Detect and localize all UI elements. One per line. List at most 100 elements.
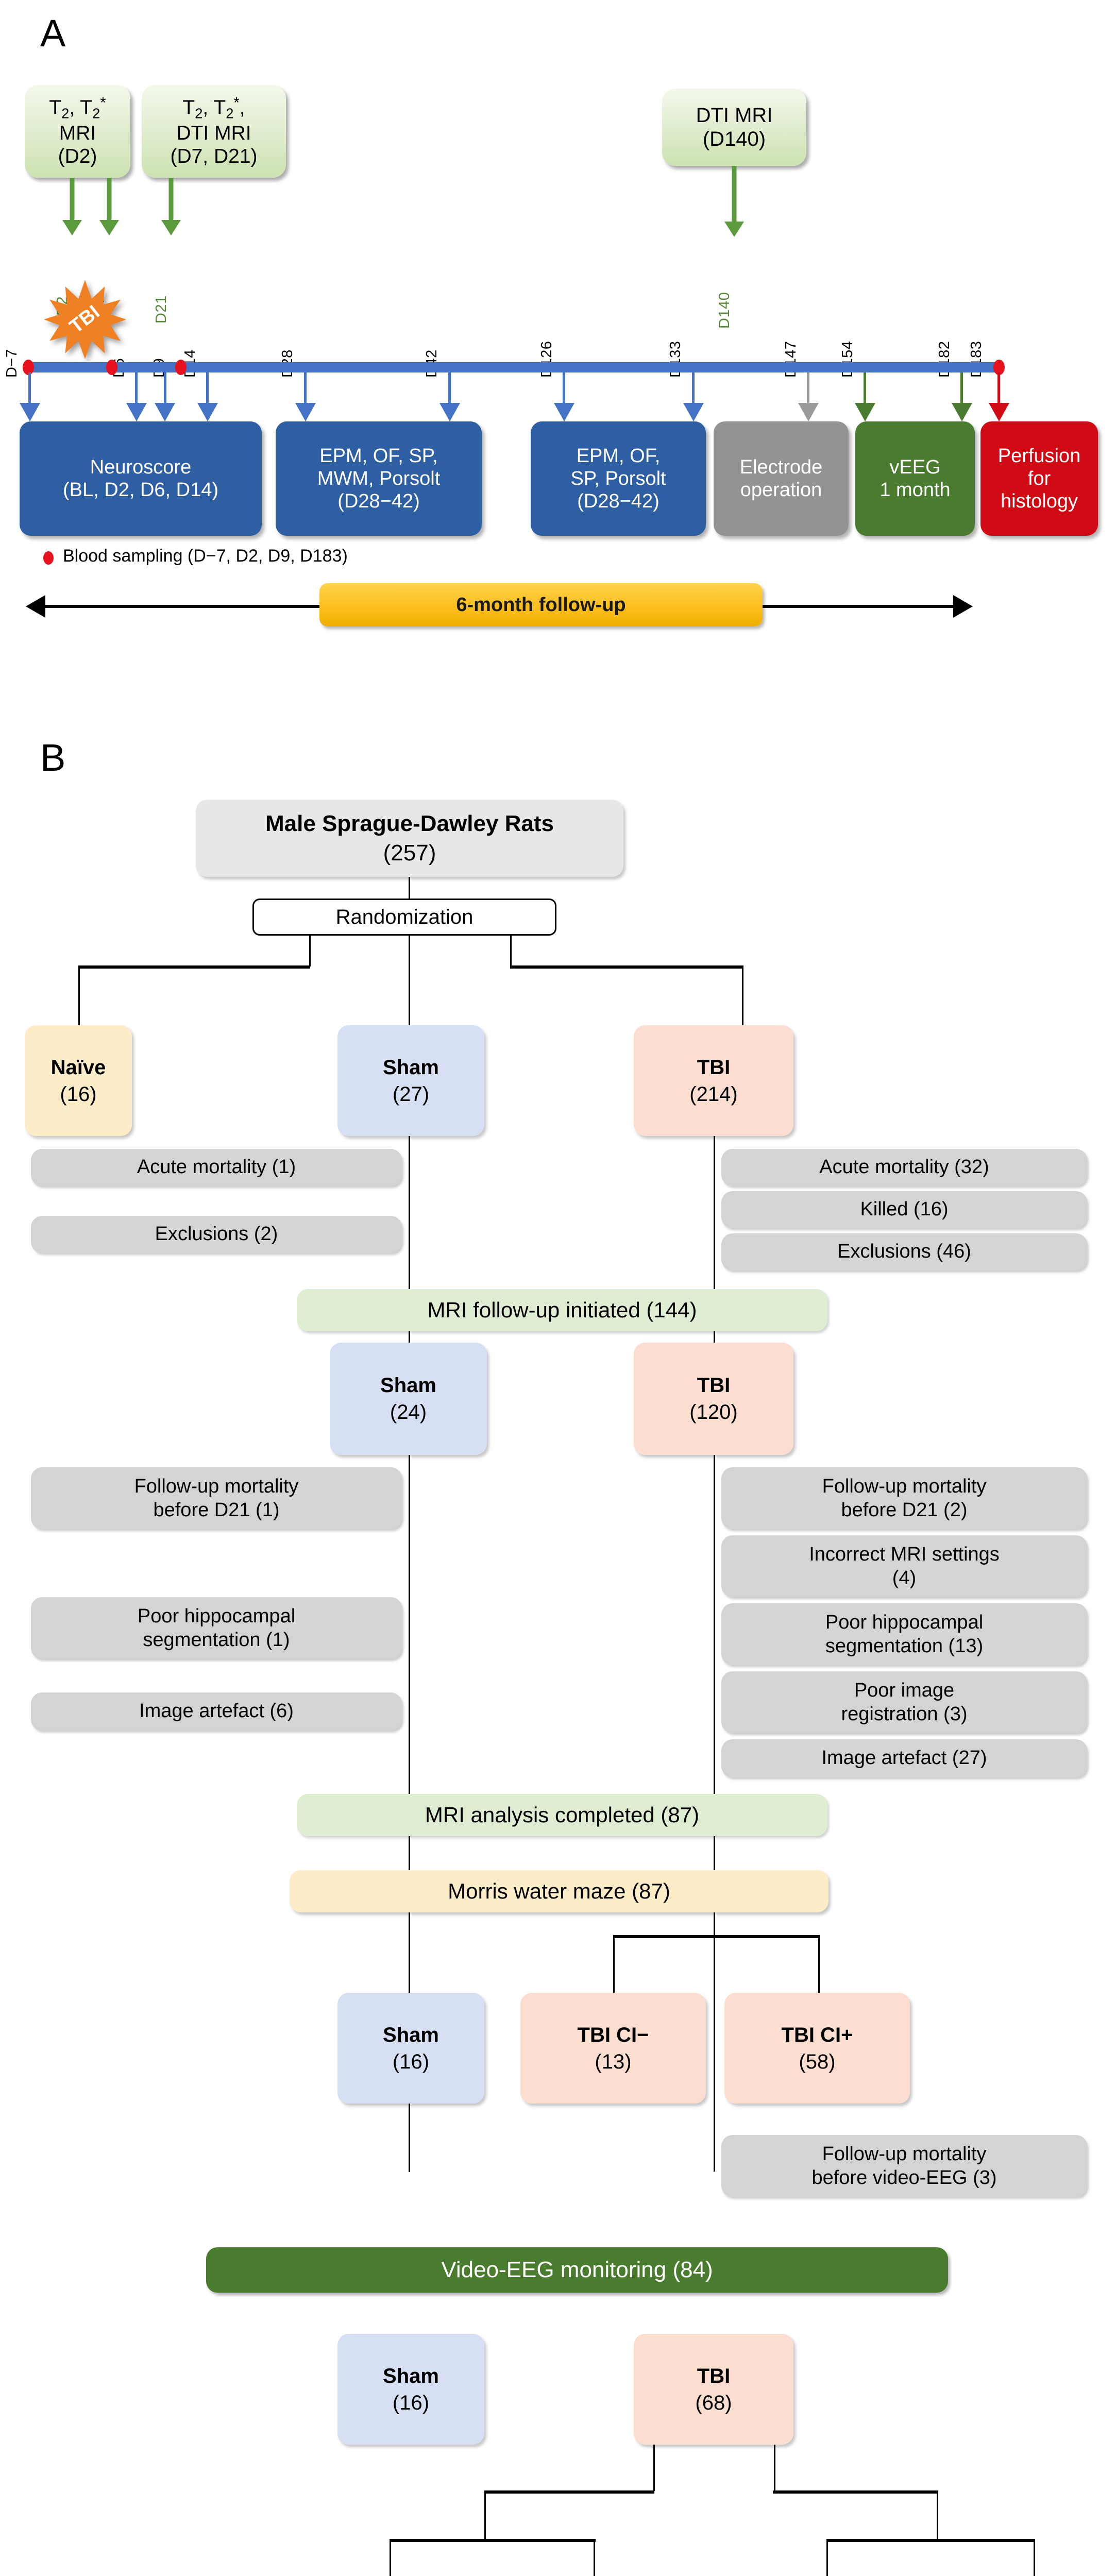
- excl-tbi-killed: Killed (16): [721, 1191, 1087, 1228]
- arrow-perfusion: [989, 403, 1009, 421]
- excl-sham-exclusions: Exclusions (2): [31, 1216, 402, 1253]
- connector-down-tbi-plus-final: [1034, 2539, 1035, 2576]
- mri-box-1-line3: (D2): [58, 145, 97, 168]
- task-veeg-line2: 1 month: [880, 479, 951, 501]
- connector-tbi-bracket-top: [773, 2490, 938, 2494]
- excl-tbi-followup-mortality: Follow-up mortality before D21 (2): [721, 1467, 1087, 1529]
- node-sham-1-title: Sham: [383, 1056, 439, 1079]
- node-naive: Naïve (16): [25, 1025, 132, 1136]
- node-tbi-1-num: (214): [689, 1082, 738, 1106]
- excl-tbi-exclusions: Exclusions (46): [721, 1233, 1087, 1270]
- connector-root-randomization: [409, 877, 410, 899]
- blood-sampling-legend-label: Blood sampling (D−7, D2, D9, D183): [63, 546, 348, 566]
- mri-box-1-line2: MRI: [59, 122, 96, 144]
- node-naive-title: Naïve: [50, 1056, 106, 1079]
- connector-randomization-naive-stub: [309, 936, 311, 967]
- node-tbi-1: TBI (214): [634, 1025, 793, 1136]
- node-sham-4-title: Sham: [383, 2364, 439, 2387]
- node-randomization-title: Randomization: [335, 906, 474, 928]
- tbi-starburst-icon: TBI: [44, 278, 126, 361]
- node-tbi-2-num: (120): [689, 1401, 738, 1423]
- tick-d14: [206, 372, 209, 404]
- task-box-epm-mwm: EPM, OF, SP, MWM, Porsolt (D28−42): [276, 421, 482, 536]
- node-tbi-ci-plus: TBI CI+ (58): [724, 1993, 910, 2104]
- followup-bar: 6-month follow-up: [319, 583, 763, 626]
- node-sham-3-num: (16): [392, 2050, 430, 2073]
- arrow-neuroscore-1: [20, 403, 40, 421]
- excl-tbi-incorrect-mri: Incorrect MRI settings (4): [721, 1535, 1087, 1597]
- blood-dot-dminus7: [23, 360, 34, 375]
- task-epm-porsolt-line2: SP, Porsolt: [570, 467, 666, 489]
- node-root-num: (257): [383, 840, 436, 866]
- tick-d133: [692, 372, 695, 404]
- tick-d182: [960, 372, 963, 404]
- task-box-veeg: vEEG 1 month: [855, 421, 975, 536]
- task-box-electrode: Electrode operation: [714, 421, 849, 536]
- tick-d6: [135, 372, 138, 404]
- excl-tbi-poor-hippocampal-line1: Poor hippocampal: [825, 1611, 984, 1633]
- arrow-electrode: [798, 403, 819, 421]
- excl-sham-image-artefact-line1: Image artefact (6): [139, 1700, 294, 1722]
- excl-tbi-followup-mortality-line2: before D21 (2): [841, 1499, 968, 1521]
- spine-tbi: [714, 1136, 715, 2172]
- node-tbi-4-num: (68): [695, 2391, 732, 2414]
- task-neuroscore-line1: Neuroscore: [90, 456, 192, 478]
- excl-tbi-poor-registration-line2: registration (3): [841, 1703, 968, 1725]
- node-naive-num: (16): [60, 1082, 97, 1106]
- excl-tbi-exclusions-line1: Exclusions (46): [837, 1241, 971, 1263]
- connector-down-ci-plus-final: [594, 2539, 595, 2576]
- connector-randomization-tbi-stub: [510, 936, 512, 967]
- node-video-eeg: Video-EEG monitoring (84): [206, 2247, 948, 2293]
- task-epm-porsolt-line1: EPM, OF,: [576, 445, 661, 467]
- day-label-dminus7: D−7: [4, 349, 20, 378]
- arrow-veeg-end: [952, 403, 972, 421]
- tick-d126: [563, 372, 565, 404]
- excl-sham-poor-hippocampal: Poor hippocampal segmentation (1): [31, 1597, 402, 1659]
- task-epm-mwm-line1: EPM, OF, SP,: [319, 445, 438, 467]
- tick-d42: [448, 372, 451, 404]
- task-perfusion-line2: for: [1027, 467, 1051, 489]
- task-perfusion-line1: Perfusion: [997, 445, 1081, 467]
- node-morris-water-maze: Morris water maze (87): [290, 1870, 828, 1912]
- task-box-neuroscore: Neuroscore (BL, D2, D6, D14): [20, 421, 262, 536]
- day-label-green-d21: D21: [153, 295, 170, 324]
- node-tbi-2: TBI (120): [634, 1343, 793, 1455]
- task-neuroscore-line2: (BL, D2, D6, D14): [63, 479, 218, 501]
- connector-ci-mid-left: [484, 2490, 486, 2540]
- node-tbi-2-title: TBI: [697, 1374, 731, 1397]
- arrow-epm-2: [439, 403, 460, 421]
- node-tbi-ci-minus: TBI CI− (13): [520, 1993, 706, 2104]
- excl-tbi-acute-mortality-line1: Acute mortality (32): [819, 1156, 989, 1178]
- arrow-veeg: [855, 403, 875, 421]
- arrow-epm-3: [554, 403, 574, 421]
- tick-d9: [164, 372, 166, 404]
- day-label-green-d140: D140: [716, 292, 733, 329]
- tick-dminus7: [28, 372, 31, 404]
- arrow-epm-1: [295, 403, 316, 421]
- node-sham-2: Sham (24): [330, 1343, 487, 1455]
- followup-arrow-right: [953, 595, 973, 618]
- node-tbi-ci-minus-num: (13): [595, 2050, 632, 2073]
- mri-box-2-line3: (D7, D21): [170, 145, 258, 168]
- excl-tbi-incorrect-mri-line1: Incorrect MRI settings: [809, 1543, 1000, 1565]
- node-tbi-ci-plus-title: TBI CI+: [781, 2023, 853, 2046]
- excl-tbi-poor-hippocampal: Poor hippocampal segmentation (13): [721, 1603, 1087, 1665]
- task-box-perfusion: Perfusion for histology: [980, 421, 1098, 536]
- connector-down-ci-minus-final: [390, 2539, 391, 2576]
- node-sham-2-num: (24): [390, 1401, 427, 1423]
- excl-tbi-followup-mortality-line1: Follow-up mortality: [822, 1475, 987, 1497]
- blood-dot-d9: [175, 360, 187, 375]
- connector-down-ci-plus: [818, 1935, 820, 1993]
- excl-sham-image-artefact: Image artefact (6): [31, 1692, 402, 1731]
- followup-arrow-left: [26, 595, 45, 618]
- tick-d28: [304, 372, 307, 404]
- node-tbi-4: TBI (68): [634, 2334, 793, 2445]
- panel-b: B Male Sprague-Dawley Rats (257) Randomi…: [0, 670, 1116, 2576]
- excl-tbi-poor-registration: Poor image registration (3): [721, 1671, 1087, 1733]
- task-electrode-line2: operation: [740, 479, 822, 501]
- mri-box-t2-d2: T2, T2* MRI (D2): [25, 85, 130, 178]
- connector-ci-bracket-bottom: [390, 2539, 596, 2542]
- node-mri-completed-title: MRI analysis completed (87): [425, 1802, 700, 1827]
- node-tbi-1-title: TBI: [697, 1056, 731, 1079]
- excl-tbi-killed-line1: Killed (16): [860, 1198, 949, 1221]
